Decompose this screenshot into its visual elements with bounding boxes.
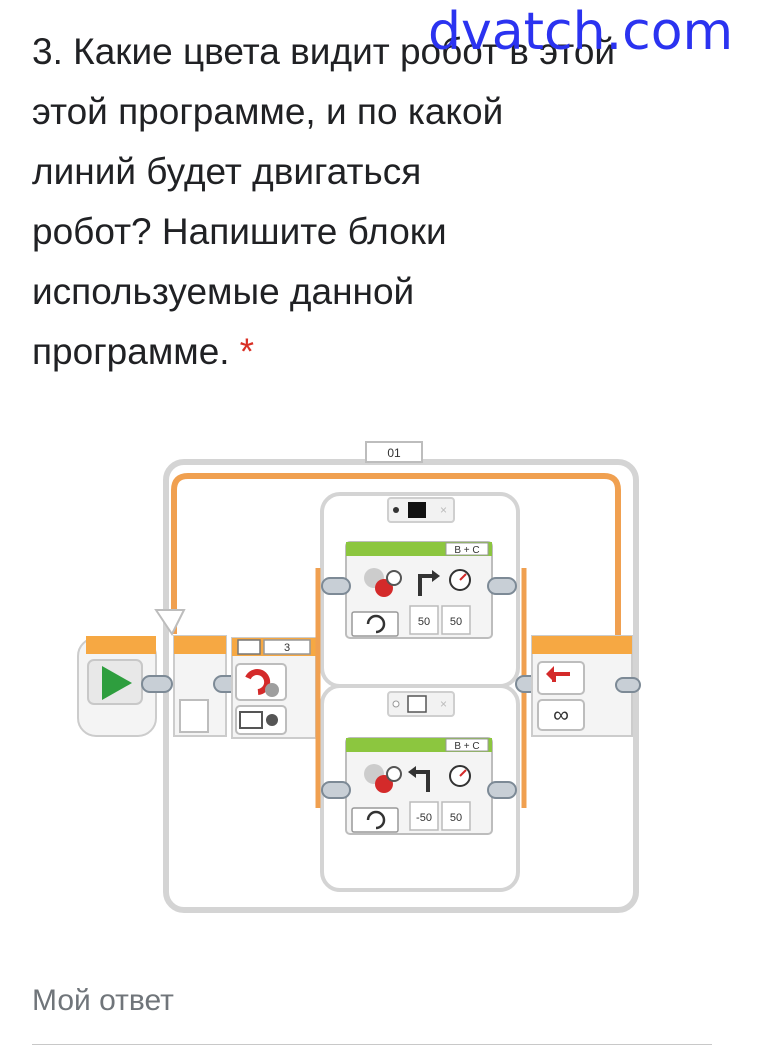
steering-lower: -50: [416, 812, 432, 824]
watermark: dvatch.com: [428, 2, 734, 62]
svg-text:×: ×: [440, 503, 447, 517]
switch-port: 3: [284, 642, 290, 654]
case-upper-color-icon: [408, 502, 426, 518]
question-title: 3. Какие цвета видит робот в этой этой п…: [32, 22, 616, 382]
switch-sensor-icon: [245, 669, 271, 695]
turn-right-icon: [418, 574, 432, 596]
question-line: этой программе, и по какой: [32, 91, 504, 132]
question-line-last: программе.*: [32, 322, 592, 382]
turn-left-icon: [416, 770, 430, 792]
loop-label: 01: [387, 446, 401, 460]
answer-placeholder: Мой ответ: [32, 984, 174, 1017]
question-line: используемые данной: [32, 271, 415, 312]
power-lower: 50: [450, 812, 462, 824]
loop-wire: [171, 473, 621, 636]
power-upper: 50: [450, 616, 462, 628]
loop-end-mode: ∞: [553, 702, 569, 727]
motor-ports-upper: B + C: [454, 545, 479, 556]
answer-input[interactable]: Мой ответ: [32, 978, 712, 1045]
loop-wire-arrow: [154, 609, 186, 636]
required-asterisk: *: [239, 331, 254, 372]
question-line: робот? Напишите блоки: [32, 211, 447, 252]
question-line: программе.: [32, 331, 230, 372]
question-line: 3. Какие цвета видит робот в этой: [32, 31, 616, 72]
loop-label-tab: [365, 441, 423, 463]
question-line: линий будет двигаться: [32, 151, 422, 192]
play-icon: [102, 666, 132, 700]
ev3-program-image: 01 3 × × B + C 50 50: [77, 441, 641, 913]
motor-ports-lower: B + C: [454, 741, 479, 752]
case-lower-color-icon: [407, 695, 427, 713]
svg-text:×: ×: [440, 697, 447, 711]
steering-upper: 50: [418, 616, 430, 628]
